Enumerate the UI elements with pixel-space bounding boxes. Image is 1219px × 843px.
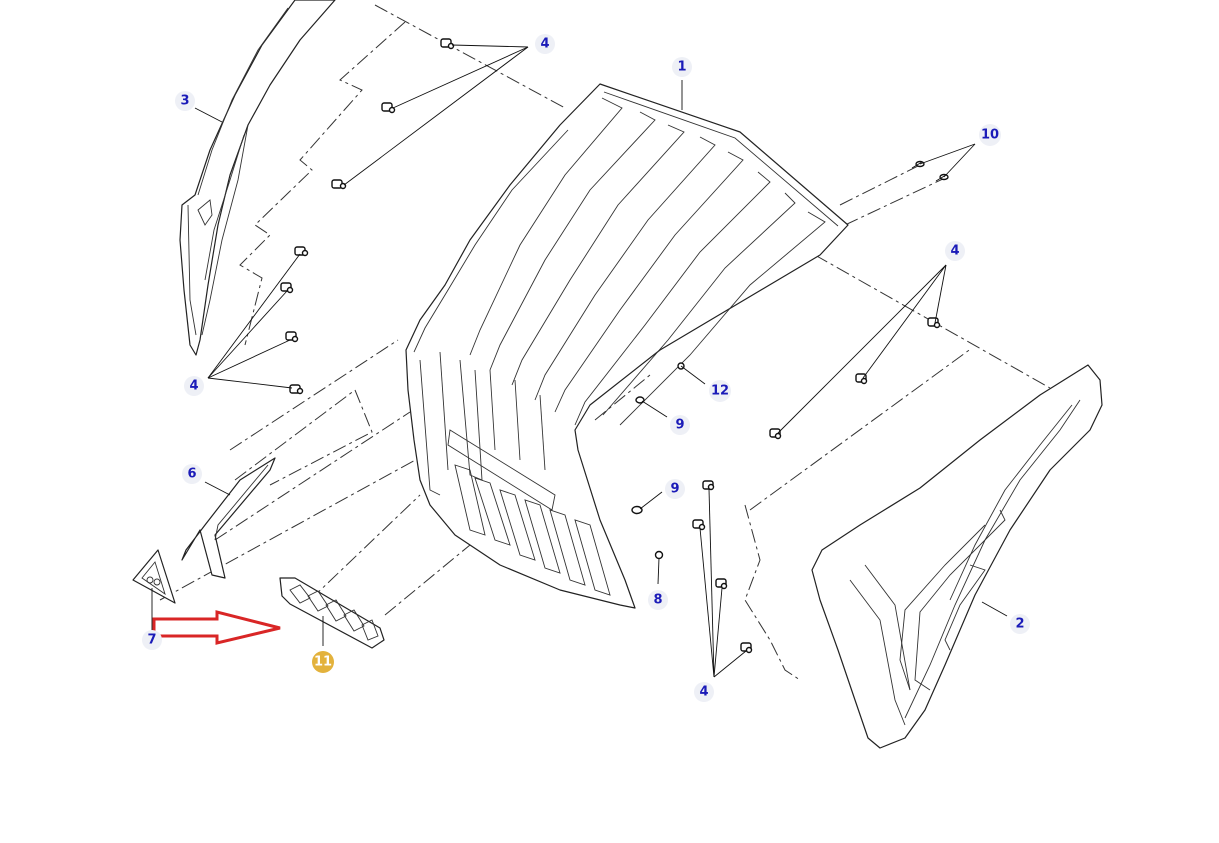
callout-4-left: 4 [184, 376, 204, 396]
callout-label: 9 [670, 482, 679, 497]
callout-8: 8 [648, 590, 668, 610]
clip-icon [927, 317, 941, 329]
callout-3: 3 [175, 91, 195, 111]
callout-9-upper: 9 [670, 415, 690, 435]
clip-icon [769, 428, 782, 440]
side-panel-right [811, 364, 1103, 749]
callout-label: 8 [653, 593, 662, 608]
emblem-badge [132, 549, 176, 604]
callout-10: 10 [979, 124, 1001, 146]
callout-label: 9 [675, 418, 684, 433]
clip-icon [285, 331, 299, 343]
screw-icon [935, 173, 949, 182]
callout-label: 4 [699, 685, 708, 700]
washer-icon [635, 396, 645, 404]
callout-6: 6 [182, 464, 202, 484]
callout-9-lower: 9 [665, 479, 685, 499]
side-panel-left [179, 0, 336, 356]
assembly-lines [159, 4, 1051, 681]
callout-11-highlighted: 11 [312, 651, 334, 673]
highlight-arrow [152, 610, 281, 645]
clip-icon [440, 38, 455, 50]
callout-label: 4 [950, 244, 959, 259]
fasteners [280, 38, 949, 654]
callout-7: 7 [142, 630, 162, 650]
corner-bracket [181, 457, 276, 579]
clip-icon [715, 578, 728, 590]
main-grille [405, 83, 849, 609]
nut-icon [654, 550, 664, 560]
callout-4-top: 4 [535, 34, 555, 54]
callout-4-bottom: 4 [694, 682, 714, 702]
callout-label: 7 [147, 633, 156, 648]
callout-2: 2 [1010, 614, 1030, 634]
clip-icon [280, 282, 294, 294]
callout-label: 10 [981, 128, 999, 143]
callout-label: 2 [1015, 617, 1024, 632]
clip-icon [289, 384, 304, 395]
callout-label: 4 [189, 379, 198, 394]
clip-icon [702, 480, 715, 491]
clip-icon [331, 179, 347, 190]
clip-icon [740, 642, 753, 654]
callout-4-right: 4 [945, 241, 965, 261]
callout-1: 1 [672, 57, 692, 77]
callout-label: 1 [677, 60, 686, 75]
callout-label: 6 [187, 467, 196, 482]
callout-label: 4 [540, 37, 549, 52]
clip-icon [855, 373, 868, 385]
callout-label: 3 [180, 94, 189, 109]
screw-icon [911, 160, 925, 169]
callout-12: 12 [709, 380, 731, 402]
nameplate-lettering [279, 577, 385, 649]
washer-icon [631, 505, 643, 515]
clip-icon [294, 246, 309, 257]
clip-icon [692, 519, 706, 531]
clip-icon [381, 102, 396, 114]
callout-label: 11 [314, 655, 332, 670]
callout-label: 12 [711, 384, 729, 399]
leader-lines [151, 44, 1008, 678]
